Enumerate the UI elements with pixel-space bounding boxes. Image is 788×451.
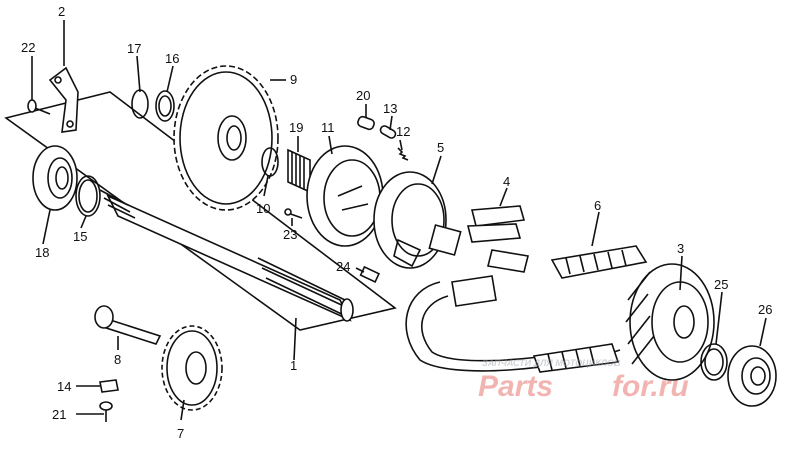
callout-4: 4 xyxy=(503,174,510,189)
callout-25: 25 xyxy=(714,277,728,292)
part-2-bracket xyxy=(48,66,79,133)
callout-24: 24 xyxy=(336,259,350,274)
callout-7: 7 xyxy=(177,426,184,441)
callout-17: 17 xyxy=(127,41,141,56)
part-25-ring xyxy=(700,343,728,381)
part-23-screw xyxy=(284,208,303,219)
part-10-ring xyxy=(261,147,279,177)
part-6-chain xyxy=(405,245,648,373)
callout-13: 13 xyxy=(383,101,397,116)
callout-19: 19 xyxy=(289,120,303,135)
callout-16: 16 xyxy=(165,51,179,66)
part-13-pin xyxy=(379,125,397,139)
part-24-key xyxy=(359,265,381,283)
callout-labels: 2 22 17 16 9 20 13 12 19 11 5 4 6 3 25 2… xyxy=(21,4,772,441)
watermark-brand-right: for.ru xyxy=(612,370,689,403)
callout-18: 18 xyxy=(35,245,49,260)
part-19-needle-bearing xyxy=(287,148,311,194)
callout-21: 21 xyxy=(52,407,66,422)
callout-1: 1 xyxy=(290,358,297,373)
part-7-small-sprocket xyxy=(161,325,223,411)
callout-2: 2 xyxy=(58,4,65,19)
callout-3: 3 xyxy=(677,241,684,256)
part-8-bolt xyxy=(94,305,162,345)
part-22-bolt xyxy=(27,99,51,115)
part-12-spring xyxy=(397,147,409,161)
callout-20: 20 xyxy=(356,88,370,103)
part-21-screw xyxy=(99,401,113,422)
part-20-pin xyxy=(357,115,375,131)
part-1-mainshaft xyxy=(99,189,354,322)
part-16-washer xyxy=(155,90,175,122)
callout-15: 15 xyxy=(73,229,87,244)
part-5-clutch-drum xyxy=(373,171,462,269)
part-26-bearing xyxy=(727,345,777,407)
watermark-logo: ЗАПЧАСТИ ДЛЯ МОТОЦИКЛОВ Parts for.ru xyxy=(478,358,689,403)
callout-8: 8 xyxy=(114,352,121,367)
part-9-driven-sprocket xyxy=(173,65,279,211)
watermark-subtitle: ЗАПЧАСТИ ДЛЯ МОТОЦИКЛОВ xyxy=(482,358,621,368)
callout-9: 9 xyxy=(290,72,297,87)
callout-11: 11 xyxy=(321,120,335,135)
part-18-bearing xyxy=(32,145,78,211)
part-4-clutch-shoes xyxy=(466,205,529,273)
callout-12: 12 xyxy=(396,124,410,139)
callout-10: 10 xyxy=(256,201,270,216)
part-3-drive-sprocket xyxy=(625,263,715,381)
callout-23: 23 xyxy=(283,227,297,242)
callout-6: 6 xyxy=(594,198,601,213)
callout-22: 22 xyxy=(21,40,35,55)
callout-5: 5 xyxy=(437,140,444,155)
leader-lines xyxy=(31,20,767,421)
callout-14: 14 xyxy=(57,379,71,394)
watermark-brand-left: Parts xyxy=(478,370,553,403)
part-15-ring xyxy=(75,175,101,217)
callout-26: 26 xyxy=(758,302,772,317)
part-14-nut xyxy=(99,379,119,393)
part-11-clutch-hub xyxy=(306,145,384,247)
